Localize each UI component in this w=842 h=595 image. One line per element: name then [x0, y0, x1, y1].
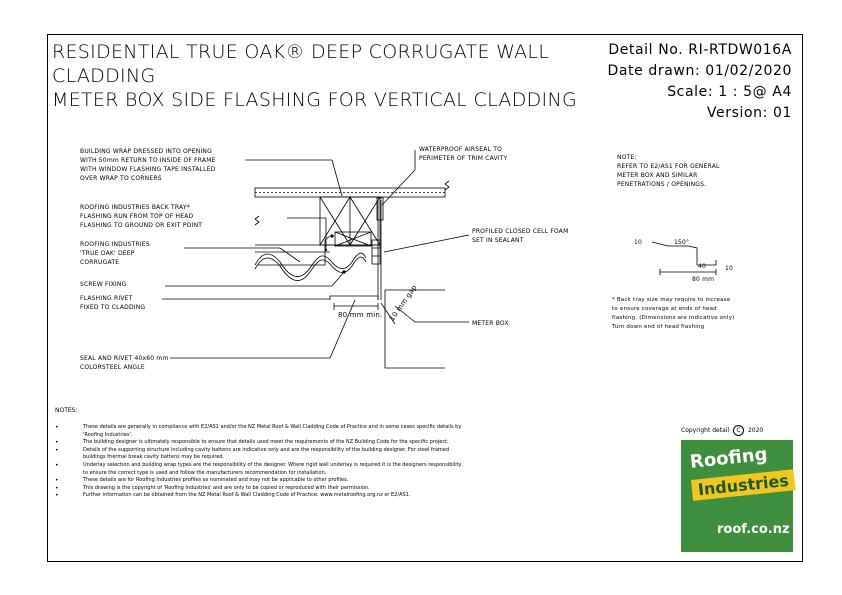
closed-cell-foam: [371, 239, 381, 265]
meter-box: [384, 290, 445, 369]
roofing-industries-logo: Roofing Industries roof.co.nz: [681, 440, 796, 552]
tray-detail-sketch: [651, 241, 717, 275]
label-foam: PROFILED CLOSED CELL FOAM SET IN SEALANT: [472, 228, 569, 244]
scale: Scale: 1 : 5@ A4: [667, 84, 792, 100]
detail-number: Detail No. RI-RTDW016A: [608, 42, 792, 58]
notes-list: These details are generally in complianc…: [55, 424, 465, 500]
tray-dim-80: 80 mm: [692, 276, 715, 283]
cavity-batten: [334, 231, 372, 247]
label-back-tray: ROOFING INDUSTRIES BACK TRAY* FLASHING R…: [80, 204, 203, 229]
drawing-frame: [47, 34, 803, 562]
dimension-10: [380, 302, 396, 325]
drawing-title: RESIDENTIAL TRUE OAK® DEEP CORRUGATE WAL…: [52, 40, 612, 112]
date-drawn: Date drawn: 01/02/2020: [607, 63, 792, 79]
label-cladding: ROOFING INDUSTRIES 'TRUE OAK' DEEP CORRU…: [80, 241, 150, 266]
note-item: The building designer is ultimately resp…: [55, 439, 465, 447]
note-item: Details of the supporting structure incl…: [55, 447, 465, 462]
label-airseal: WATERPROOF AIRSEAL TO PERIMETER OF TRIM …: [419, 146, 508, 162]
copyright: Copyright detail C 2020: [681, 425, 764, 436]
label-screw-fixing: SCREW FIXING: [80, 281, 127, 288]
note-item: Underlay selection and building wrap typ…: [55, 462, 465, 477]
note-item: These details are for Roofing Industries…: [55, 477, 465, 485]
tray-dim-10b: 10: [725, 265, 734, 272]
copyright-icon: C: [733, 425, 745, 436]
version: Version: 01: [706, 105, 792, 121]
back-tray-flashing: [258, 235, 331, 266]
back-tray-note: * Back tray size may require to increase…: [612, 297, 735, 330]
label-meter-box: METER BOX: [472, 320, 509, 327]
note-item: This drawing is the copyright of 'Roofin…: [55, 485, 465, 493]
title-line-1: RESIDENTIAL TRUE OAK® DEEP CORRUGATE WAL…: [52, 41, 550, 63]
label-80mm: 80 mm min.: [338, 311, 383, 319]
label-flashing-rivet: FLASHING RIVET FIXED TO CLADDING: [80, 295, 146, 311]
logo-url: roof.co.nz: [717, 522, 790, 537]
note-item: These details are generally in complianc…: [55, 424, 465, 439]
label-building-wrap: BUILDING WRAP DRESSED INTO OPENING WITH …: [80, 148, 216, 182]
tray-dim-10a: 10: [634, 239, 643, 246]
note-item: Further information can be obtained from…: [55, 492, 465, 500]
airseal: [376, 197, 384, 221]
title-line-2: CLADDING: [52, 65, 156, 87]
title-line-3: METER BOX SIDE FLASHING FOR VERTICAL CLA…: [52, 89, 577, 111]
corrugate-profile: [254, 252, 367, 277]
notes-heading: NOTES:: [55, 407, 78, 414]
title-block: Detail No. RI-RTDW016A Date drawn: 01/02…: [607, 40, 792, 124]
tray-dim-150: 150°: [674, 239, 690, 246]
reference-note: NOTE: REFER TO E2/AS1 FOR GENERAL METER …: [617, 154, 720, 188]
colorsteel-angle: [329, 295, 379, 300]
label-seal-rivet: SEAL AND RIVET 40x60 mm COLORSTEEL ANGLE: [80, 355, 169, 371]
tray-dim-40: 40: [698, 263, 707, 270]
